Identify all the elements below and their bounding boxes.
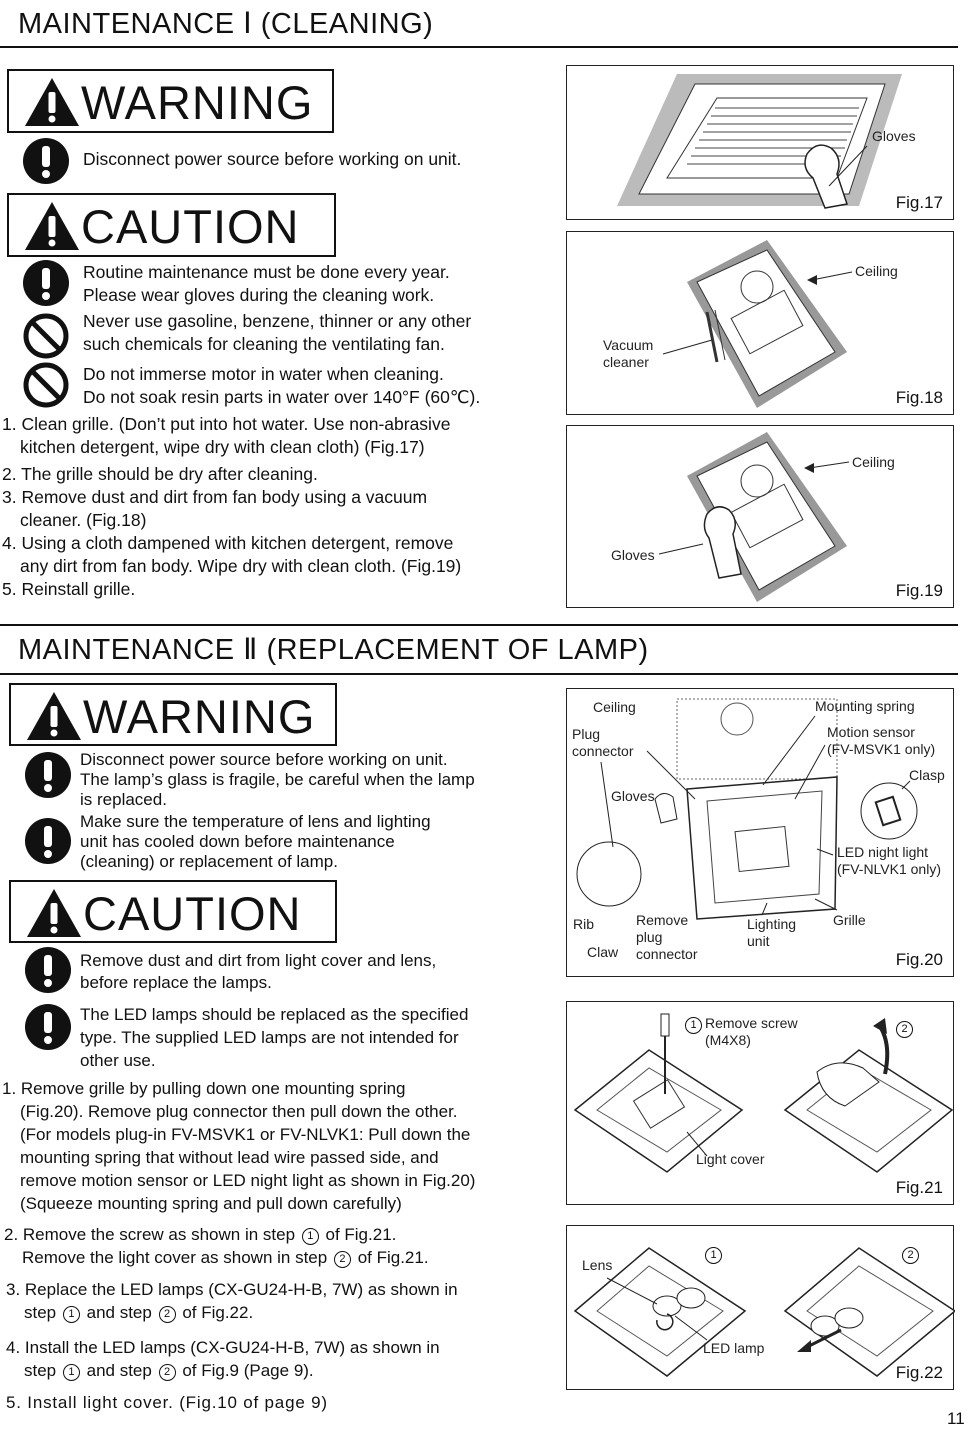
warning-triangle-icon bbox=[27, 692, 81, 740]
caution-item-2: Never use gasoline, benzene, thinner or … bbox=[83, 311, 472, 354]
figure-21: 1 Remove screw (M4X8) 2 Light cover Fig.… bbox=[566, 1001, 954, 1205]
callout-ceiling: Ceiling bbox=[855, 263, 898, 279]
warning-item-2: Make sure the temperature of lens and li… bbox=[80, 812, 431, 871]
step-2: 2. Remove the screw as shown in step 1 o… bbox=[4, 1225, 429, 1268]
prohibited-icon bbox=[23, 362, 69, 408]
cleaning-steps: 1. Clean grille. (Don’t put into hot wat… bbox=[2, 413, 552, 601]
caution-label: CAUTION bbox=[81, 200, 300, 253]
caution-item-2: The LED lamps should be replaced as the … bbox=[80, 1005, 469, 1070]
callout-vacuum: Vacuum cleaner bbox=[603, 337, 654, 370]
step-4: 4. Using a cloth dampened with kitchen d… bbox=[2, 533, 462, 576]
callout-gloves: Gloves bbox=[611, 547, 655, 563]
caution-item-1: Routine maintenance must be done every y… bbox=[83, 262, 450, 305]
grille-removal-illustration bbox=[576, 698, 918, 920]
caution-triangle-icon bbox=[27, 889, 81, 937]
mandatory-icon bbox=[23, 260, 69, 306]
circled-step-2: 2 bbox=[900, 1246, 921, 1264]
mandatory-icon bbox=[23, 138, 69, 184]
figure-label: Fig.18 bbox=[895, 388, 943, 407]
section2-top-rule bbox=[0, 624, 958, 626]
callout-gloves: Gloves bbox=[611, 788, 655, 804]
figure-20: Ceiling Plug connector Gloves Mounting s… bbox=[566, 688, 954, 977]
callout-gloves: Gloves bbox=[872, 128, 916, 144]
callout-led-lamp: LED lamp bbox=[703, 1340, 765, 1356]
warning-item-1: Disconnect power source before working o… bbox=[80, 750, 475, 809]
figure-22: 1 2 Lens LED lamp Fig.22 bbox=[566, 1225, 955, 1390]
callout-lighting-unit: Lighting unit bbox=[747, 916, 797, 949]
vacuum-cleaning-illustration bbox=[662, 240, 853, 408]
section1-rule bbox=[0, 46, 958, 48]
caution-triangle-icon bbox=[25, 202, 79, 250]
step-3: 3. Replace the LED lamps (CX-GU24-H-B, 7… bbox=[6, 1280, 458, 1323]
figure-label: Fig.17 bbox=[895, 193, 943, 212]
circled-step-2: 2 bbox=[894, 1020, 915, 1038]
caution-label: CAUTION bbox=[83, 887, 302, 940]
led-lamp-replacement-illustration bbox=[573, 1247, 955, 1377]
callout-led-night-light: LED night light (FV-NLVK1 only) bbox=[837, 844, 941, 877]
callout-ceiling: Ceiling bbox=[593, 699, 636, 715]
callout-mounting-spring: Mounting spring bbox=[815, 698, 915, 714]
figure-label: Fig.20 bbox=[895, 950, 943, 969]
circled-step-1: 1 bbox=[703, 1246, 724, 1264]
callout-ceiling: Ceiling bbox=[852, 454, 895, 470]
step-5: 5. Reinstall grille. bbox=[2, 579, 136, 599]
warning-label: WARNING bbox=[81, 76, 314, 129]
warning-badge: WARNING bbox=[9, 683, 337, 746]
callout-rib: Rib bbox=[573, 916, 595, 932]
figure-17: Gloves Fig.17 bbox=[566, 65, 954, 220]
callout-plug-connector: Plug connector bbox=[572, 726, 634, 759]
callout-remove-plug-connector: Remove plug connector bbox=[636, 912, 698, 962]
grille-cleaning-illustration bbox=[617, 74, 902, 209]
callout-claw: Claw bbox=[587, 944, 619, 960]
warning-badge: WARNING bbox=[7, 69, 334, 133]
section1-title: MAINTENANCE Ⅰ (CLEANING) bbox=[18, 8, 434, 40]
figure-label: Fig.19 bbox=[895, 581, 943, 600]
circled-step-1: 1 bbox=[683, 1016, 704, 1034]
warning-label: WARNING bbox=[83, 690, 316, 743]
caution-badge: CAUTION bbox=[7, 193, 336, 257]
caution-badge: CAUTION bbox=[9, 880, 337, 943]
figure-18: Ceiling Vacuum cleaner Fig.18 bbox=[566, 231, 954, 415]
warning-triangle-icon bbox=[25, 78, 79, 126]
callout-clasp: Clasp bbox=[909, 767, 945, 783]
step-4: 4. Install the LED lamps (CX-GU24-H-B, 7… bbox=[6, 1338, 440, 1381]
page-number: 11 bbox=[947, 1409, 965, 1428]
callout-remove-screw: Remove screw (M4X8) bbox=[705, 1015, 798, 1048]
step-1: 1. Clean grille. (Don’t put into hot wat… bbox=[2, 414, 451, 457]
step-5: 5. Install light cover. (Fig.10 of page … bbox=[6, 1393, 328, 1412]
callout-grille: Grille bbox=[833, 912, 866, 928]
section2-rule bbox=[0, 673, 958, 675]
mandatory-icon bbox=[25, 947, 71, 993]
mandatory-icon bbox=[25, 752, 71, 798]
step-3: 3. Remove dust and dirt from fan body us… bbox=[2, 487, 428, 530]
warning-text: Disconnect power source before working o… bbox=[83, 149, 462, 169]
section2-title: MAINTENANCE Ⅱ (REPLACEMENT OF LAMP) bbox=[18, 634, 649, 666]
step-1: 1. Remove grille by pulling down one mou… bbox=[2, 1079, 476, 1213]
callout-lens: Lens bbox=[582, 1257, 613, 1273]
figure-label: Fig.21 bbox=[895, 1178, 943, 1197]
caution-item-3: Do not immerse motor in water when clean… bbox=[83, 364, 481, 407]
figure-19: Ceiling Gloves Fig.19 bbox=[566, 425, 954, 608]
mandatory-icon bbox=[25, 818, 71, 864]
cloth-cleaning-illustration bbox=[658, 432, 850, 602]
callout-motion-sensor: Motion sensor (FV-MSVK1 only) bbox=[827, 724, 936, 757]
figure-label: Fig.22 bbox=[895, 1363, 943, 1382]
mandatory-icon bbox=[25, 1004, 71, 1050]
callout-light-cover: Light cover bbox=[696, 1151, 765, 1167]
caution-item-1: Remove dust and dirt from light cover an… bbox=[80, 951, 437, 992]
light-cover-removal-illustration bbox=[573, 1013, 954, 1173]
step-2: 2. The grille should be dry after cleani… bbox=[2, 464, 318, 484]
prohibited-icon bbox=[23, 313, 69, 359]
